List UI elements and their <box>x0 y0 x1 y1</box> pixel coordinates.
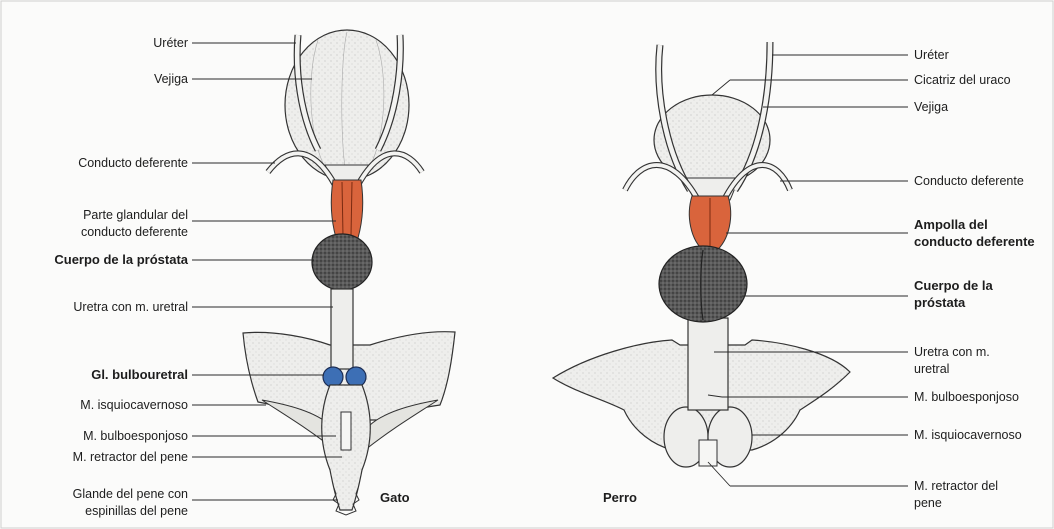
label-dog-bladder: Vejiga <box>914 100 948 115</box>
cat-retractor <box>341 412 351 450</box>
label-dog-urethra-2: uretral <box>914 362 949 377</box>
cat-bulbourethral-left <box>323 367 343 387</box>
label-cat-bulbourethral: Gl. bulbouretral <box>91 367 188 382</box>
label-dog-ureter: Uréter <box>914 48 949 63</box>
caption-dog: Perro <box>603 490 637 505</box>
label-cat-retractor: M. retractor del pene <box>73 450 188 465</box>
label-dog-prostate-2: próstata <box>914 295 965 310</box>
label-cat-urethra: Uretra con m. uretral <box>73 300 188 315</box>
label-dog-prostate-1: Cuerpo de la <box>914 278 993 293</box>
label-cat-ureter: Uréter <box>153 36 188 51</box>
dog-urethra <box>688 318 728 410</box>
cat-bulbourethral-right <box>346 367 366 387</box>
label-dog-ampulla-1: Ampolla del <box>914 217 988 232</box>
label-dog-deferent-duct: Conducto deferente <box>914 174 1024 189</box>
label-dog-ischiocavernosus: M. isquiocavernoso <box>914 428 1022 443</box>
label-cat-glandular-part-1: Parte glandular del <box>83 208 188 223</box>
dog-prostate <box>659 246 747 322</box>
label-cat-glandular-part-2: conducto deferente <box>81 225 188 240</box>
cat-prostate <box>312 234 372 290</box>
label-cat-glans-1: Glande del pene con <box>73 487 188 502</box>
label-dog-bulbospongiosus: M. bulboesponjoso <box>914 390 1019 405</box>
label-dog-retractor-1: M. retractor del <box>914 479 998 494</box>
label-cat-bulbospongiosus: M. bulboesponjoso <box>83 429 188 444</box>
label-dog-urethra-1: Uretra con m. <box>914 345 990 360</box>
label-dog-urachus-scar: Cicatriz del uraco <box>914 73 1011 88</box>
label-dog-ampulla-2: conducto deferente <box>914 234 1035 249</box>
label-cat-deferent-duct: Conducto deferente <box>78 156 188 171</box>
label-cat-ischiocavernosus: M. isquiocavernoso <box>80 398 188 413</box>
label-dog-retractor-2: pene <box>914 496 942 511</box>
label-cat-prostate: Cuerpo de la próstata <box>54 252 188 267</box>
caption-cat: Gato <box>380 490 410 505</box>
cat-glandular-deferent <box>331 180 362 238</box>
label-cat-glans-2: espinillas del pene <box>85 504 188 519</box>
label-cat-bladder: Vejiga <box>154 72 188 87</box>
cat-urethra <box>331 289 353 369</box>
